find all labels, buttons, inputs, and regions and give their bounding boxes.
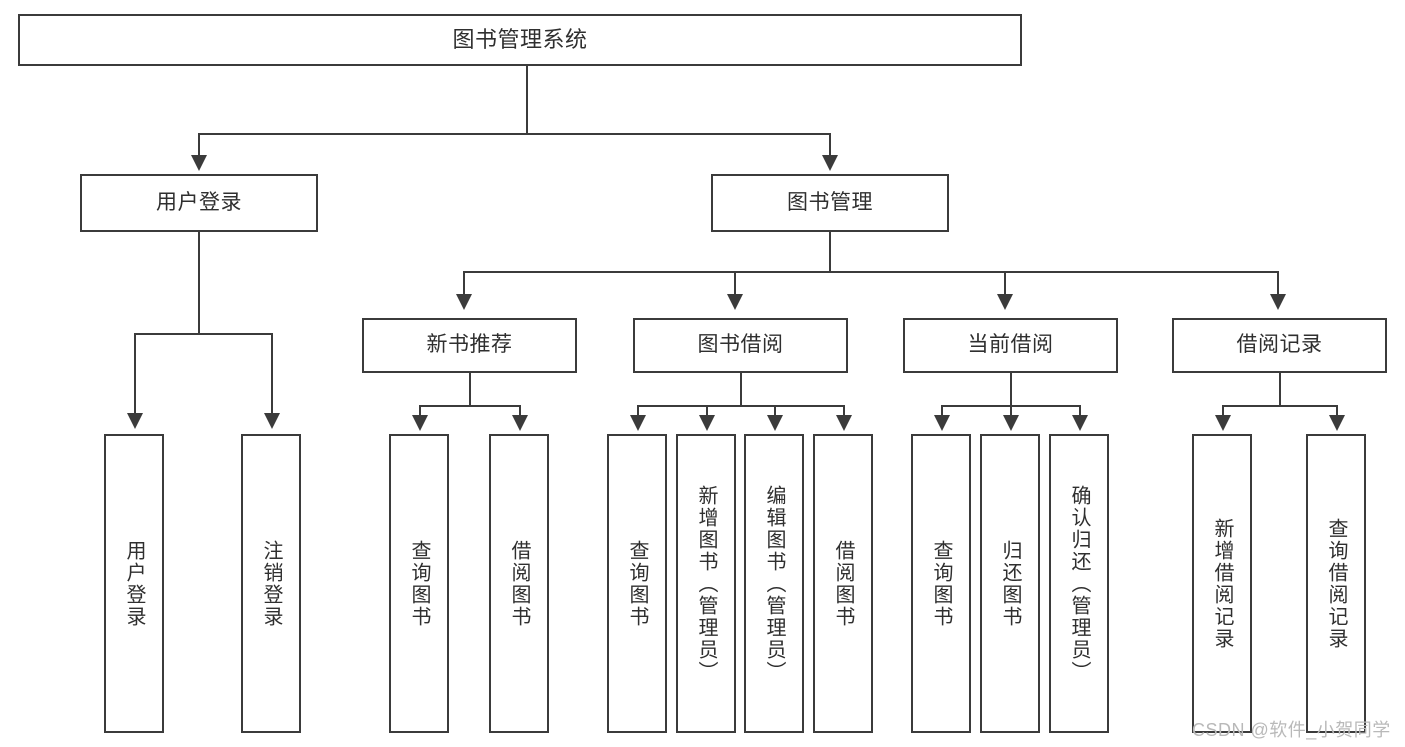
node-label: 图书管理 — [787, 190, 873, 214]
arrow-cb-child-1 — [934, 415, 950, 431]
node-label: 用户登录 — [156, 190, 242, 214]
leaf-br-query-record[interactable]: 查询借阅记录 — [1306, 434, 1366, 733]
edge-book-borrow-stem — [740, 373, 742, 406]
edge-to-borrow-record — [1277, 271, 1279, 295]
node-label: 借阅记录 — [1236, 333, 1323, 357]
node-label: 注销登录 — [260, 539, 282, 628]
node-label: 归还图书 — [999, 539, 1021, 628]
node-label: 新增借阅记录 — [1211, 517, 1233, 650]
node-label: 查询图书 — [626, 539, 648, 628]
arrow-to-borrow-record — [1270, 294, 1286, 310]
edge-to-book-borrow — [734, 271, 736, 295]
arrow-to-current-borrow — [997, 294, 1013, 310]
edge-to-current-borrow — [1004, 271, 1006, 295]
edge-nb-child-1 — [419, 405, 421, 417]
node-current-borrow[interactable]: 当前借阅 — [903, 318, 1118, 373]
leaf-cb-return-book[interactable]: 归还图书 — [980, 434, 1040, 733]
edge-root-to-user-login — [198, 133, 200, 155]
edge-nb-child-2 — [519, 405, 521, 417]
node-label: 查询图书 — [408, 539, 430, 628]
arrow-cb-child-3 — [1072, 415, 1088, 431]
arrow-br-child-1 — [1215, 415, 1231, 431]
edge-bb-child-3 — [774, 405, 776, 417]
edge-root-to-book-manage — [829, 133, 831, 155]
node-label: 查询图书 — [930, 539, 952, 628]
edge-cb-child-1 — [941, 405, 943, 417]
node-root-system[interactable]: 图书管理系统 — [18, 14, 1022, 66]
arrow-cb-child-2 — [1003, 415, 1019, 431]
arrow-to-leaf-logout — [264, 413, 280, 429]
leaf-cb-confirm-return[interactable]: 确认归还（管理员） — [1049, 434, 1109, 733]
edge-borrow-record-stem — [1279, 373, 1281, 406]
edge-book-manage-stem — [829, 232, 831, 272]
arrow-bb-child-2 — [699, 415, 715, 431]
leaf-user-login[interactable]: 用户登录 — [104, 434, 164, 733]
node-user-login[interactable]: 用户登录 — [80, 174, 318, 232]
edge-br-child-1 — [1222, 405, 1224, 417]
leaf-nb-query-book[interactable]: 查询图书 — [389, 434, 449, 733]
edge-root-bar — [198, 133, 830, 135]
arrow-to-new-book — [456, 294, 472, 310]
edge-root-stem — [526, 66, 528, 133]
node-label: 图书借阅 — [697, 333, 784, 357]
node-label: 编辑图书（管理员） — [763, 484, 785, 683]
edge-current-borrow-stem — [1010, 373, 1012, 406]
edge-book-manage-bar — [463, 271, 1277, 273]
node-label: 新增图书（管理员） — [695, 484, 717, 683]
arrow-to-user-login — [191, 155, 207, 171]
arrow-to-leaf-user-login — [127, 413, 143, 429]
leaf-bb-query-book[interactable]: 查询图书 — [607, 434, 667, 733]
leaf-nb-borrow-book[interactable]: 借阅图书 — [489, 434, 549, 733]
leaf-bb-add-book[interactable]: 新增图书（管理员） — [676, 434, 736, 733]
node-label: 当前借阅 — [967, 333, 1054, 357]
leaf-br-add-record[interactable]: 新增借阅记录 — [1192, 434, 1252, 733]
node-label: 查询借阅记录 — [1325, 517, 1347, 650]
node-book-management[interactable]: 图书管理 — [711, 174, 949, 232]
arrow-nb-child-2 — [512, 415, 528, 431]
node-label: 借阅图书 — [832, 539, 854, 628]
edge-book-borrow-bar — [637, 405, 845, 407]
arrow-bb-child-3 — [767, 415, 783, 431]
node-label: 新书推荐 — [426, 333, 513, 357]
edge-bb-child-2 — [706, 405, 708, 417]
node-label: 用户登录 — [123, 539, 145, 628]
arrow-bb-child-1 — [630, 415, 646, 431]
arrow-to-book-borrow — [727, 294, 743, 310]
edge-cb-child-3 — [1079, 405, 1081, 417]
edge-to-new-book — [463, 271, 465, 295]
edge-bb-child-4 — [843, 405, 845, 417]
node-label: 借阅图书 — [508, 539, 530, 628]
arrow-nb-child-1 — [412, 415, 428, 431]
edge-borrow-record-bar — [1222, 405, 1337, 407]
arrow-to-book-manage — [822, 155, 838, 171]
watermark-text: CSDN @软件_小贺同学 — [1192, 720, 1391, 740]
node-label: 确认归还（管理员） — [1068, 484, 1090, 683]
edge-user-login-bar — [134, 333, 272, 335]
edge-to-leaf-user-login — [134, 333, 136, 415]
leaf-cb-query-book[interactable]: 查询图书 — [911, 434, 971, 733]
leaf-logout[interactable]: 注销登录 — [241, 434, 301, 733]
edge-to-leaf-logout — [271, 333, 273, 415]
edge-cb-child-2 — [1010, 405, 1012, 417]
edge-bb-child-1 — [637, 405, 639, 417]
node-label: 图书管理系统 — [452, 27, 588, 53]
leaf-bb-borrow-book[interactable]: 借阅图书 — [813, 434, 873, 733]
edge-new-book-stem — [469, 373, 471, 406]
arrow-bb-child-4 — [836, 415, 852, 431]
node-new-book-recommend[interactable]: 新书推荐 — [362, 318, 577, 373]
edge-br-child-2 — [1336, 405, 1338, 417]
node-borrow-record[interactable]: 借阅记录 — [1172, 318, 1387, 373]
arrow-br-child-2 — [1329, 415, 1345, 431]
edge-new-book-bar — [419, 405, 520, 407]
edge-user-login-stem — [198, 232, 200, 334]
node-book-borrow[interactable]: 图书借阅 — [633, 318, 848, 373]
leaf-bb-edit-book[interactable]: 编辑图书（管理员） — [744, 434, 804, 733]
